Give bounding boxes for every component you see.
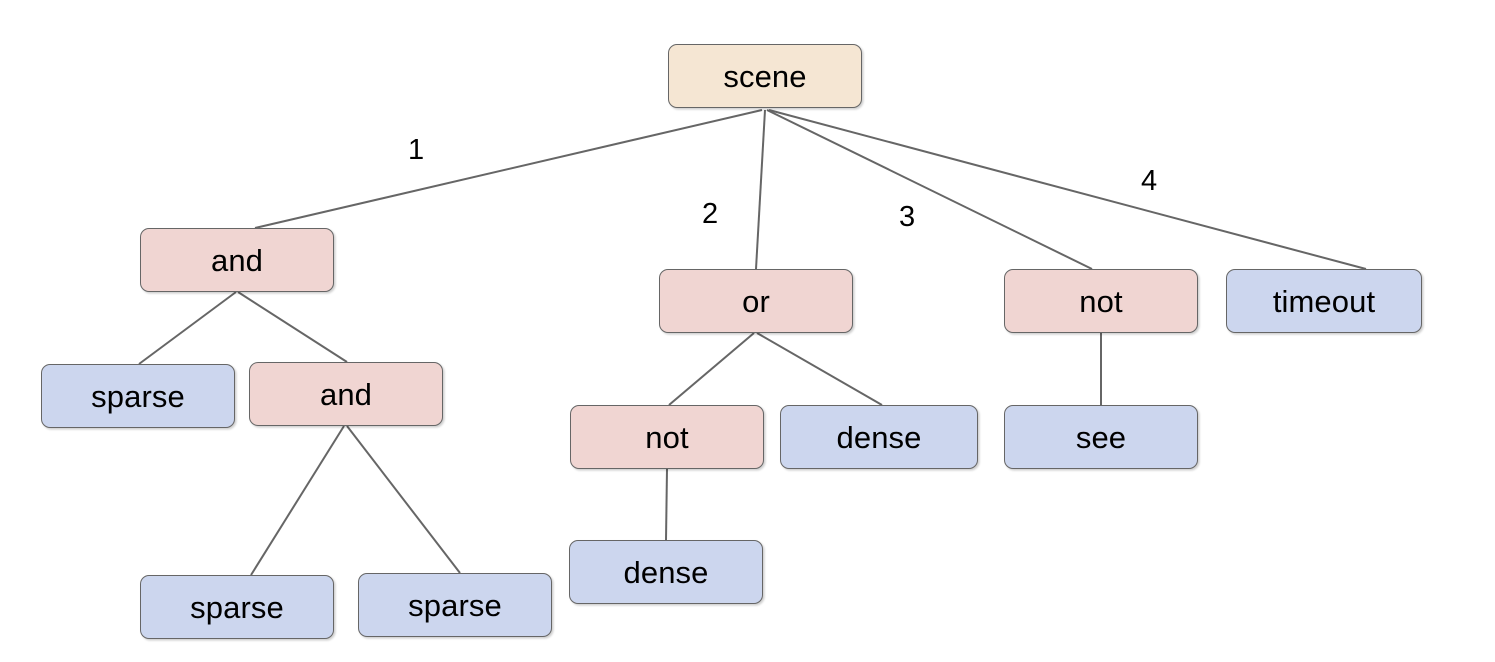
node-label: timeout [1272, 283, 1376, 319]
node-not1[interactable]: not [1004, 269, 1198, 333]
edge-label-4: 4 [1141, 165, 1158, 197]
node-scene[interactable]: scene [668, 44, 862, 108]
node-dense2[interactable]: dense [569, 540, 763, 604]
node-label: sparse [408, 587, 502, 623]
node-sparse3[interactable]: sparse [358, 573, 552, 637]
edge-or1-to-dense1 [756, 332, 883, 406]
node-label: not [645, 419, 689, 455]
node-dense1[interactable]: dense [780, 405, 978, 469]
edge-and2-to-sparse3 [346, 425, 461, 574]
node-label: not [1079, 283, 1123, 319]
node-sparse2[interactable]: sparse [140, 575, 334, 639]
node-see1[interactable]: see [1004, 405, 1198, 469]
node-label: sparse [91, 378, 185, 414]
node-and1[interactable]: and [140, 228, 334, 292]
node-timeout1[interactable]: timeout [1226, 269, 1422, 333]
edge-scene-to-or1 [755, 109, 766, 270]
edge-scene-to-not1 [766, 109, 1093, 270]
node-label: dense [623, 554, 709, 590]
edge-and1-to-sparse1 [138, 291, 237, 365]
edge-scene-to-timeout1 [768, 109, 1367, 270]
edge-label-1: 1 [408, 134, 425, 166]
edge-not2-to-dense2 [665, 468, 668, 541]
edge-scene-to-and1 [254, 109, 763, 229]
edge-label-3: 3 [899, 201, 916, 233]
node-label: see [1075, 419, 1127, 455]
node-not2[interactable]: not [570, 405, 764, 469]
node-label: or [742, 283, 770, 319]
edge-or1-to-not2 [668, 332, 755, 406]
edge-label-2: 2 [702, 198, 719, 230]
node-sparse1[interactable]: sparse [41, 364, 235, 428]
node-label: sparse [190, 589, 284, 625]
node-label: and [319, 376, 373, 412]
edge-and1-to-and2 [237, 291, 348, 363]
edge-and2-to-sparse2 [250, 425, 345, 576]
node-and2[interactable]: and [249, 362, 443, 426]
node-or1[interactable]: or [659, 269, 853, 333]
node-label: dense [836, 419, 922, 455]
node-label: scene [723, 58, 807, 94]
node-label: and [210, 242, 264, 278]
